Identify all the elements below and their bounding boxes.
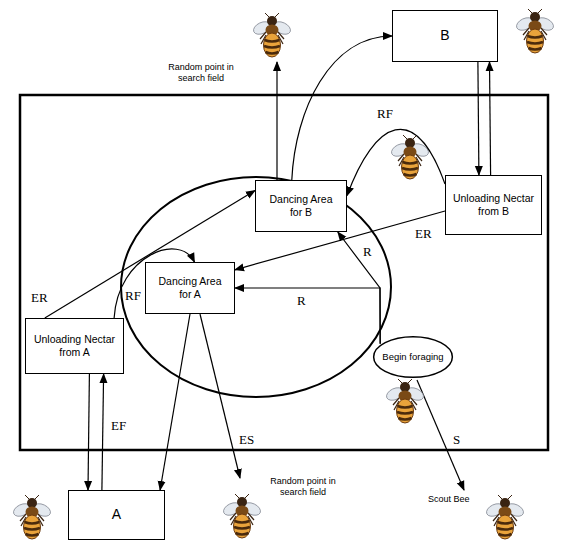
arrow-connector xyxy=(160,314,190,490)
arrow-connector xyxy=(338,232,380,344)
edge-label: RF xyxy=(376,106,394,121)
oval-outline xyxy=(374,337,453,377)
arrow-connector xyxy=(102,374,104,490)
arrow-connector xyxy=(478,62,479,175)
edge-label: RF xyxy=(124,288,142,303)
bee-icon xyxy=(252,13,293,57)
node-text: Begin foraging xyxy=(382,351,443,363)
node-text-group: B xyxy=(434,27,455,45)
node-text-group: Unloading Nectar from B xyxy=(446,192,541,218)
edge-label: R xyxy=(296,293,307,308)
annotation-label: S xyxy=(452,432,461,447)
annotation-label: Scout Bee xyxy=(428,494,470,505)
node-text-group: Unloading Nectar from A xyxy=(26,333,123,359)
dance-floor-ellipse xyxy=(121,177,391,397)
hive-boundary xyxy=(20,95,548,450)
bee-icon xyxy=(222,494,263,538)
node-text: Dancing Area for A xyxy=(152,275,228,301)
process-box: Dancing Area for B xyxy=(255,180,347,232)
node-text: Dancing Area for B xyxy=(262,193,340,219)
process-box: Unloading Nectar from A xyxy=(25,318,124,374)
start-oval: Begin foraging xyxy=(372,335,454,379)
scout-arrow xyxy=(417,380,464,490)
process-box: A xyxy=(68,490,165,540)
node-text: Unloading Nectar from B xyxy=(452,192,535,218)
node-text-group: A xyxy=(106,506,127,524)
process-box: B xyxy=(392,10,498,62)
annotation-label: Random point in search field xyxy=(270,476,336,498)
node-text: A xyxy=(112,506,121,524)
bee-icon xyxy=(385,379,426,423)
arrow-connector xyxy=(45,190,255,318)
process-box: Dancing Area for A xyxy=(145,262,235,314)
node-text-group: Dancing Area for B xyxy=(256,193,346,219)
bee-icon xyxy=(485,495,526,539)
annotation-label: ES xyxy=(238,432,255,447)
edge-label: EF xyxy=(110,418,127,433)
random-search-arrow xyxy=(276,62,277,180)
bee-icon xyxy=(390,135,431,179)
arrow-connector xyxy=(347,129,445,195)
arrow-connector xyxy=(490,62,491,175)
bee-icon xyxy=(12,495,53,539)
arrow-connector xyxy=(235,288,380,344)
node-text-group: Dancing Area for A xyxy=(146,275,234,301)
node-text: Unloading Nectar from A xyxy=(32,333,117,359)
arrow-connector xyxy=(88,374,89,490)
node-text: B xyxy=(440,27,449,45)
bee-icon xyxy=(515,9,556,53)
annotation-label: Random point in search field xyxy=(168,62,234,84)
process-box: Unloading Nectar from B xyxy=(445,175,542,235)
edge-label: R xyxy=(362,244,373,259)
edge-label: ER xyxy=(414,226,433,241)
node-text-group: Begin foraging xyxy=(376,351,449,363)
random-search-arrow xyxy=(200,314,240,478)
edge-label: ER xyxy=(30,290,49,305)
